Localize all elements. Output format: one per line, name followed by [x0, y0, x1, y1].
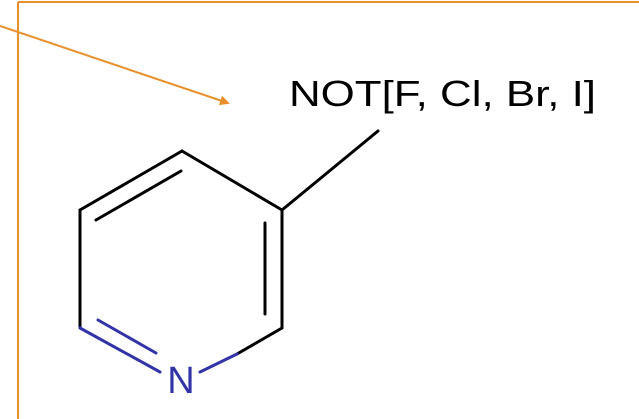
bond-c4-c5: [235, 326, 284, 356]
pyridine-ring: [78, 129, 380, 356]
nitrogen-atom-label: N: [167, 360, 194, 402]
bond-c2-c3: [180, 149, 284, 212]
query-atom-label: NOT[F, Cl, Br, I]: [289, 73, 596, 114]
nitrogen-bonds: [78, 318, 239, 374]
bond-c6-n: [78, 326, 162, 374]
bond-n-c5: [198, 352, 239, 374]
bond-c6-n-inner: [96, 318, 158, 355]
bond-substituent: [280, 129, 380, 212]
bond-c2-c1-inner: [94, 169, 183, 222]
bond-c2-c1: [78, 149, 184, 212]
callout-arrow: [0, 25, 230, 106]
